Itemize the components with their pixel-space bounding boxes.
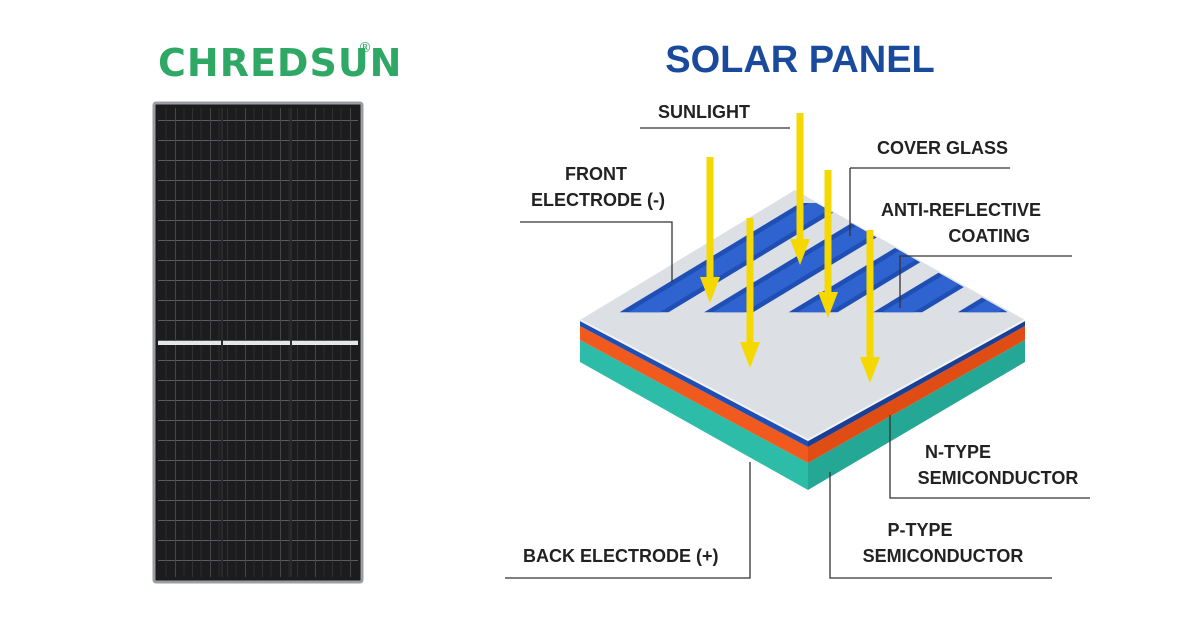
n-type-layer-right-face xyxy=(808,326,1025,463)
solar-cell-layers xyxy=(579,190,1026,490)
layer-labels: SUNLIGHT COVER GLASS FRONT ELECTRODE (-)… xyxy=(523,102,1078,566)
sunlight-arrow xyxy=(740,218,760,368)
registered-trademark-mark: ® xyxy=(358,40,372,56)
p-type-label-line1: P-TYPE xyxy=(887,520,952,540)
n-type-label-line1: N-TYPE xyxy=(925,442,991,462)
anti-reflective-edge-left xyxy=(580,320,808,447)
sunlight-arrow xyxy=(790,113,810,265)
p-type-layer-left-face xyxy=(580,340,808,490)
blue-cell-strip-highlight xyxy=(628,203,841,313)
n-type-label-line2: SEMICONDUCTOR xyxy=(918,468,1079,488)
solar-module-illustration xyxy=(152,101,364,584)
n-type-leader xyxy=(889,415,1090,499)
sunlight-arrow xyxy=(818,170,838,318)
diagram-title: SOLAR PANEL xyxy=(665,39,935,81)
p-type-leader xyxy=(829,472,1052,579)
anti-reflective-leader xyxy=(899,255,1072,308)
p-type-layer-right-face xyxy=(808,340,1025,490)
anti-reflective-label-line2: COATING xyxy=(948,226,1030,246)
front-electrode-label-line1: FRONT xyxy=(565,164,627,184)
anti-reflective-edge-right xyxy=(808,320,1025,447)
sunlight-arrow xyxy=(700,157,720,303)
n-type-layer-left-face xyxy=(580,326,808,463)
front-electrode-leader xyxy=(520,221,673,282)
p-type-label-line2: SEMICONDUCTOR xyxy=(863,546,1024,566)
sunlight-label: SUNLIGHT xyxy=(658,102,750,122)
cover-glass-edge xyxy=(579,319,1026,442)
brand-name: CHREDSUN xyxy=(158,41,402,85)
sunlight-arrow xyxy=(860,230,880,383)
back-electrode-leader xyxy=(505,462,751,579)
leader-lines xyxy=(505,127,1090,579)
back-electrode-label: BACK ELECTRODE (+) xyxy=(523,546,719,566)
anti-reflective-label-line1: ANTI-REFLECTIVE xyxy=(881,200,1041,220)
front-electrode-label-line2: ELECTRODE (-) xyxy=(531,190,665,210)
brand-logo: CHREDSUN ® xyxy=(158,40,402,85)
cover-glass-label: COVER GLASS xyxy=(877,138,1008,158)
sunlight-arrows xyxy=(700,113,880,383)
